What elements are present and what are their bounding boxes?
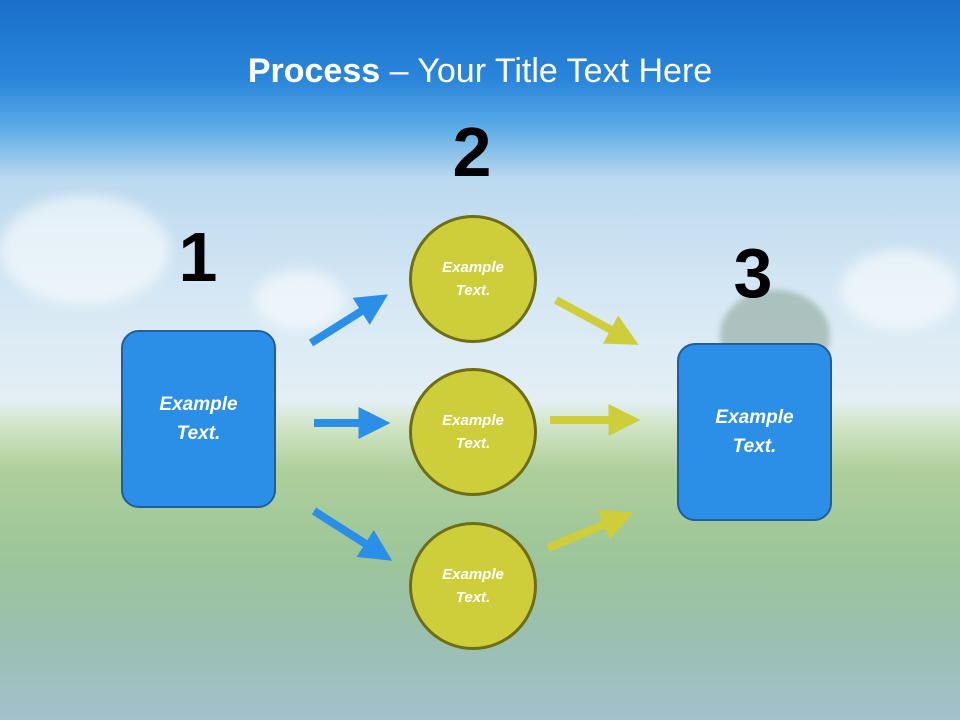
circle-top-line1: Example (442, 259, 504, 276)
cloud-right (840, 250, 960, 330)
step-box-3-line1: Example (715, 407, 794, 428)
step-box-3: Example Text. (677, 343, 832, 521)
circle-top-line2: Text. (455, 282, 491, 299)
page-title: Process – Your Title Text Here (0, 52, 960, 91)
circle-middle: Example Text. (409, 368, 537, 496)
title-bold: Process (247, 52, 381, 90)
circle-bottom: Example Text. (409, 522, 537, 650)
title-rest: – Your Title Text Here (380, 52, 713, 90)
circle-bottom-line2: Text. (455, 589, 491, 606)
circle-middle-line1: Example (442, 412, 504, 429)
circle-middle-line2: Text. (455, 435, 491, 452)
step-box-3-line2: Text. (732, 436, 777, 457)
arrow-yellow-up (546, 510, 634, 552)
cloud-left (0, 195, 170, 305)
cloud-mid (255, 270, 345, 330)
step-box-1-line2: Text. (176, 423, 221, 444)
arrow-yellow-down (554, 296, 639, 345)
step-number-2: 2 (452, 113, 492, 191)
step-number-3: 3 (733, 234, 773, 312)
circle-bottom-line1: Example (442, 566, 504, 583)
arrow-blue-up (308, 294, 389, 347)
arrow-blue-down (311, 507, 393, 561)
step-box-1-line1: Example (159, 394, 238, 415)
circle-top: Example Text. (409, 215, 537, 343)
step-number-1: 1 (178, 218, 218, 296)
step-box-1: Example Text. (121, 330, 276, 508)
